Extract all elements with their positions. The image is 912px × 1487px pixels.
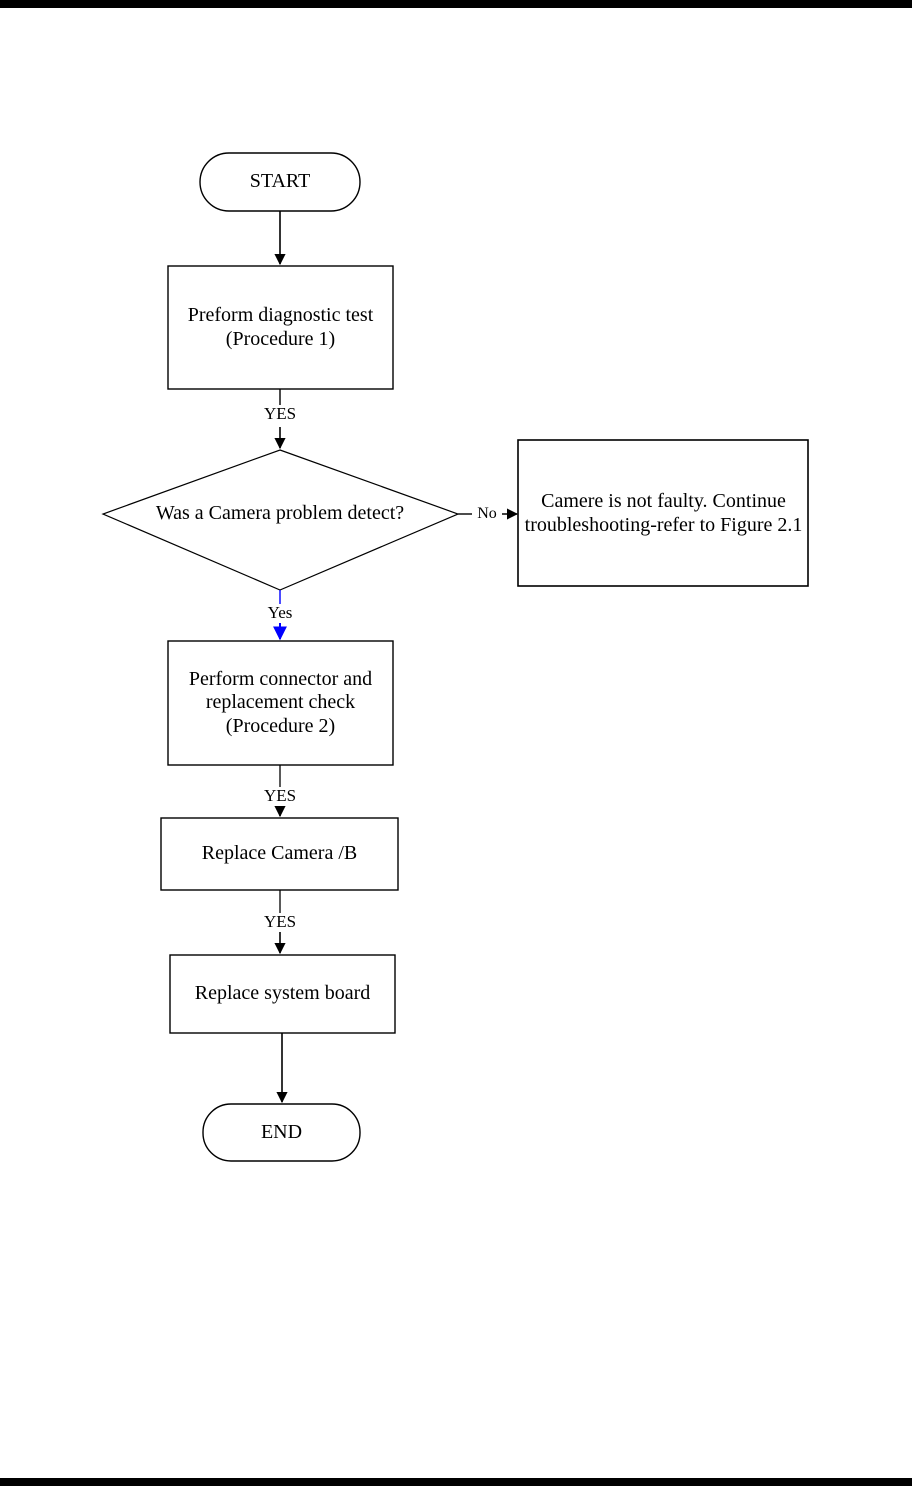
- node-start-shape: [199, 152, 361, 212]
- node-connector-shape: [167, 640, 394, 766]
- node-camerab-shape: [160, 817, 399, 891]
- page-bottom-rule: [0, 1478, 912, 1486]
- node-end-shape: [202, 1103, 361, 1162]
- node-sysboard-shape: [169, 954, 396, 1034]
- node-decision-shape: [101, 449, 460, 591]
- node-diagnostic-shape: [167, 265, 394, 390]
- node-notfaulty-shape: [517, 439, 809, 587]
- page-top-rule: [0, 0, 912, 8]
